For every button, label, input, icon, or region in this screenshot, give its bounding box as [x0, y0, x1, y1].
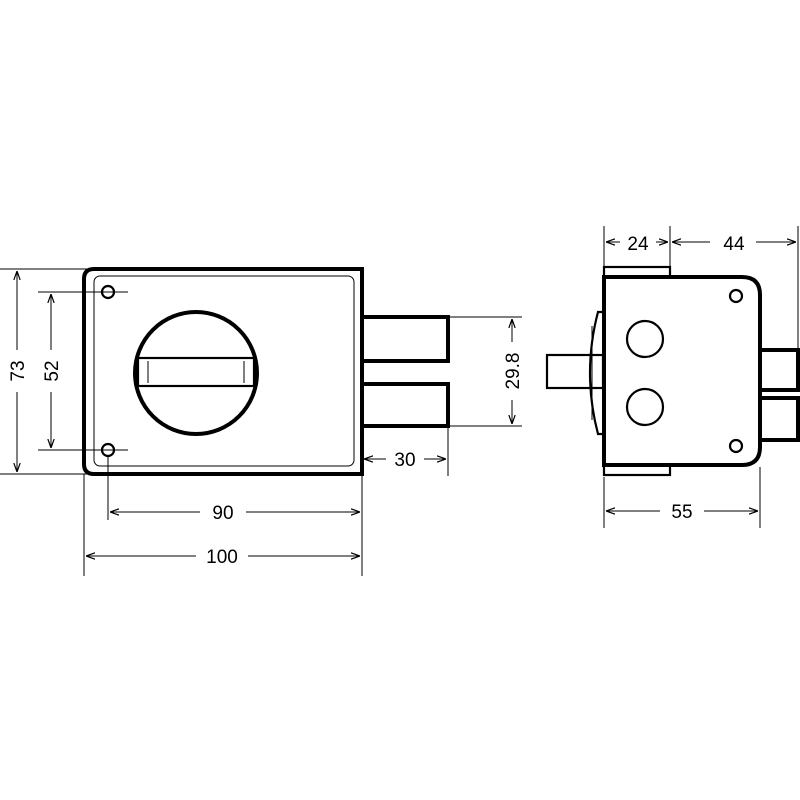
side-bolt-lower	[758, 396, 800, 442]
cylinder-slot	[136, 356, 256, 388]
cylinder-circle	[133, 310, 259, 436]
spindle	[545, 353, 605, 390]
dim-label-73: 73	[8, 360, 29, 381]
front-plate-outline	[93, 275, 355, 467]
dim-label-24: 24	[627, 234, 649, 255]
dim-label-52: 52	[42, 360, 63, 381]
side-hole-lower-icon	[625, 387, 665, 427]
dim-label-30: 30	[394, 450, 415, 471]
bolt-lower	[360, 382, 450, 428]
dim-label-55: 55	[671, 502, 692, 523]
dim-body-depth: 55	[603, 467, 761, 528]
side-screw-top-icon	[728, 288, 744, 304]
dim-width-outer: 100	[83, 474, 360, 576]
side-body-outline	[602, 275, 762, 467]
bolt-upper	[360, 315, 450, 363]
dim-label-29-8: 29.8	[503, 353, 524, 390]
dim-label-90: 90	[212, 503, 233, 524]
front-view: 73 52 90 100 3	[0, 267, 524, 576]
dim-plate-depth: 24	[603, 226, 671, 267]
side-bolt-upper	[758, 348, 800, 392]
dim-label-44: 44	[723, 234, 745, 255]
dim-label-100: 100	[206, 547, 238, 568]
dim-bolt-throw: 30	[364, 428, 449, 476]
dim-height-holes: 52	[38, 291, 128, 451]
cylinder-profile	[588, 310, 604, 436]
side-screw-bottom-icon	[728, 438, 744, 454]
dim-bolt-span: 29.8	[450, 316, 524, 427]
dim-width-holes: 90	[107, 456, 363, 576]
dim-bolt-projection: 44	[672, 226, 799, 350]
lock-body-outline	[82, 267, 364, 476]
side-hole-upper-icon	[625, 319, 665, 359]
side-view: 24 44 55	[545, 226, 800, 528]
dim-height-outer: 73	[0, 268, 92, 475]
